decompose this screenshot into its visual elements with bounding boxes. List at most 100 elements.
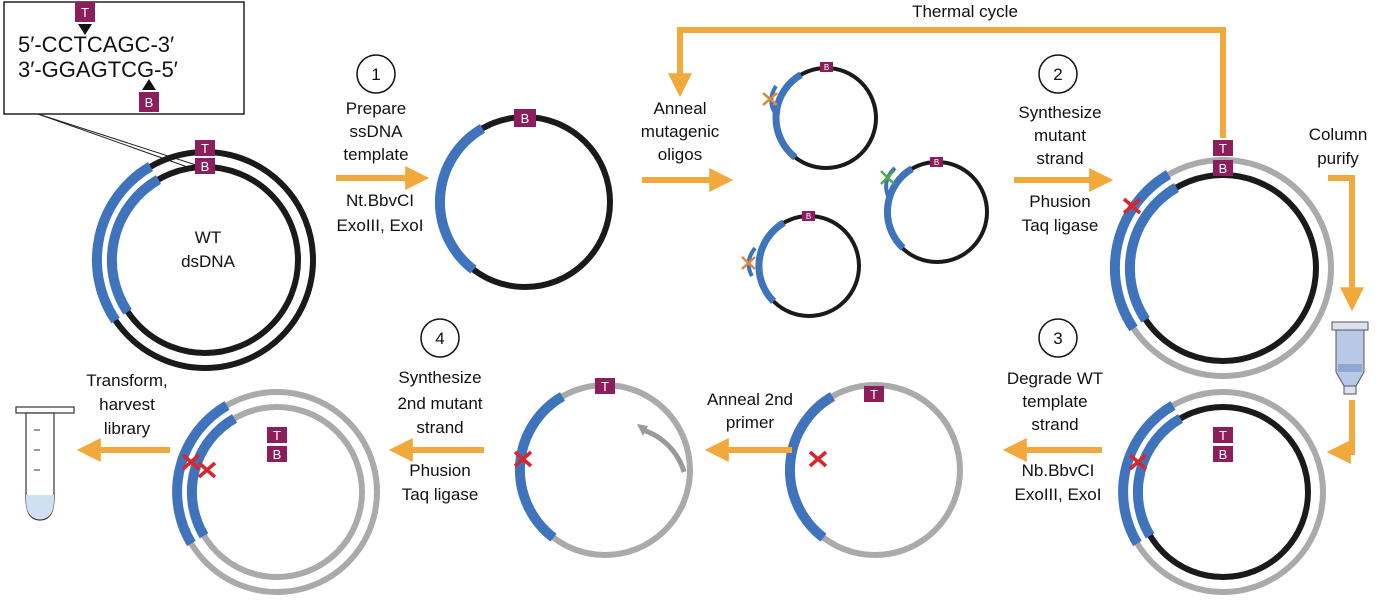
tag-b-label: B [824, 63, 829, 72]
step-label: strand [1031, 415, 1078, 434]
mutation-x-icon [880, 170, 895, 185]
tag-b [820, 62, 833, 72]
column-purify-step: Column purify [1309, 125, 1369, 464]
step-anneal-2nd-primer: Anneal 2nd primer [704, 390, 793, 462]
wt-label-line2: dsDNA [181, 252, 236, 271]
tag-t-label: T [1219, 141, 1227, 156]
tag-b [930, 157, 943, 167]
tag-b-label: B [1219, 447, 1228, 462]
step-label: Anneal [654, 99, 707, 118]
step-3-degrade-wt: 3 Degrade WT template strand Nb.BbvCI Ex… [1002, 318, 1103, 504]
step-label: template [1022, 392, 1087, 411]
step-label: Synthesize [1018, 103, 1101, 122]
step-label: Synthesize [398, 368, 481, 387]
step-label: 2nd mutant [397, 394, 482, 413]
tag-t-label: T [273, 428, 281, 443]
tag-t-label: T [601, 379, 609, 394]
enzyme-label: Taq ligase [1022, 216, 1099, 235]
step-2-synthesize-mutant: 2 Synthesize mutant strand Phusion Taq l… [1014, 54, 1114, 235]
step-label: mutagenic [641, 122, 720, 141]
tag-b [802, 211, 815, 221]
enzyme-label: Phusion [409, 461, 470, 480]
tag-b [267, 446, 287, 462]
step-label: mutant [1034, 126, 1086, 145]
tag-b [1213, 446, 1233, 462]
tag-b-label: B [521, 111, 530, 126]
step-transform-harvest: Transform, harvest library [76, 371, 170, 462]
arrow-to-column [1328, 175, 1364, 312]
step-label: Degrade WT [1007, 369, 1103, 388]
step-anneal-oligos: Anneal mutagenic oligos [641, 99, 734, 192]
enzyme-label: Taq ligase [402, 485, 479, 504]
tag-b [195, 158, 215, 174]
step-number: 1 [371, 65, 380, 84]
inset-tag-b [139, 92, 159, 112]
ssdna-template-plasmid: B [434, 109, 613, 290]
annealed-plasmid-1: B [762, 62, 878, 170]
enzyme-label: ExoIII, ExoI [337, 216, 424, 235]
tag-t [595, 378, 615, 394]
thermal-cycle-label: Thermal cycle [912, 2, 1018, 21]
tag-t-label: T [1219, 428, 1227, 443]
mutation-x-icon [181, 453, 201, 471]
step-label: ssDNA [350, 122, 404, 141]
step-label: Prepare [346, 99, 406, 118]
inset-tag-t [75, 2, 95, 22]
step-number: 3 [1053, 329, 1062, 348]
step-label: Anneal 2nd [707, 390, 793, 409]
mutation-x-icon [741, 256, 756, 270]
mutation-x-icon [762, 92, 778, 106]
tag-b [514, 109, 536, 127]
step-label: harvest [99, 395, 155, 414]
step-label: library [104, 419, 151, 438]
mutant-ssdna-plasmid: T [784, 382, 963, 558]
tag-b-label: B [201, 159, 210, 174]
annealed-plasmid-2: B [880, 157, 989, 264]
heteroduplex-plasmid: T B [1109, 140, 1334, 379]
mutation-x-icon [1122, 197, 1142, 215]
tag-t [864, 386, 884, 402]
tag-b [1213, 160, 1233, 176]
inset-tag-t-label: T [81, 5, 89, 20]
mutation-x-icon [808, 450, 828, 468]
microcentrifuge-tube-icon [15, 406, 75, 521]
step-label: primer [726, 413, 775, 432]
tag-t [1213, 427, 1233, 443]
sequence-bottom-strand: 3′-GGAGTCG-5′ [18, 57, 178, 82]
enzyme-label: ExoIII, ExoI [1015, 485, 1102, 504]
step-label: strand [416, 418, 463, 437]
final-mutant-dsdna-plasmid: T B [172, 389, 380, 595]
inset-nick-marker-bottom [142, 79, 156, 90]
column-purify-label: purify [1317, 149, 1359, 168]
wt-dsdna-plasmid: T B WT dsDNA [91, 140, 316, 371]
enzyme-label: Nb.BbvCI [1022, 461, 1095, 480]
inset-tag-b-label: B [145, 95, 154, 110]
primer-annealed-plasmid: T [513, 378, 693, 558]
step-number: 4 [435, 329, 444, 348]
column-purify-label: Column [1309, 125, 1368, 144]
wt-label-line1: WT [195, 228, 221, 247]
enzyme-label: Phusion [1029, 192, 1090, 211]
step-number: 2 [1053, 65, 1062, 84]
arrow-from-column [1326, 400, 1355, 464]
step-label: oligos [658, 145, 702, 164]
second-primer [642, 427, 687, 473]
sequence-top-strand: 5′-CCTCAGC-3′ [18, 32, 174, 57]
mutation-x-icon [197, 461, 217, 479]
step-1-prepare-ssdna: 1 Prepare ssDNA template Nt.BbvCI ExoIII… [336, 54, 430, 235]
spin-column-icon [1331, 321, 1369, 395]
enzyme-label: Nt.BbvCI [346, 191, 414, 210]
sequence-inset: T 5′-CCTCAGC-3′ 3′-GGAGTCG-5′ B [3, 1, 245, 171]
tag-t-label: T [870, 387, 878, 402]
mutation-x-icon [513, 450, 533, 468]
step-label: Transform, [86, 371, 168, 390]
tag-t [1213, 140, 1233, 156]
tag-t [195, 140, 215, 156]
tag-b-label: B [806, 212, 811, 221]
step-label: template [343, 145, 408, 164]
inset-nick-marker-top [78, 24, 92, 35]
tag-t-label: T [201, 141, 209, 156]
thermal-cycle-loop: Thermal cycle [668, 2, 1226, 138]
step-label: strand [1036, 149, 1083, 168]
